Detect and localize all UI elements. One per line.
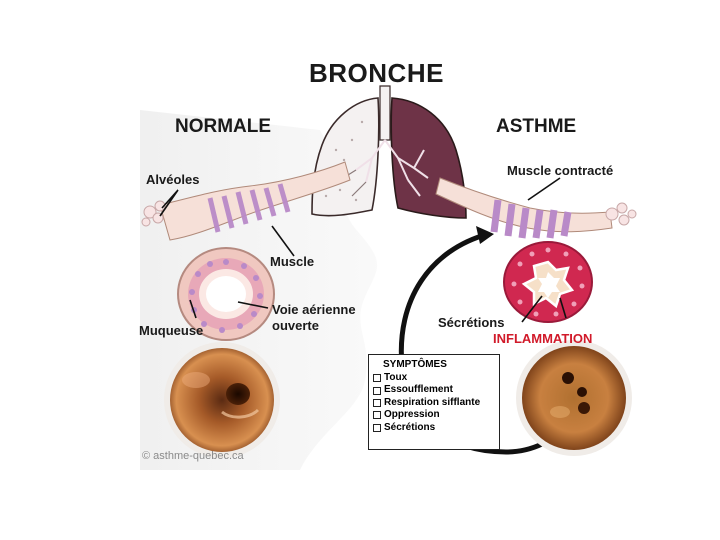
symptoms-heading: SYMPTÔMES: [383, 359, 495, 370]
checkbox-icon: [373, 424, 381, 432]
left-lung-normal: [312, 98, 379, 216]
checkbox-icon: [373, 387, 381, 395]
heading-normale: NORMALE: [175, 116, 271, 138]
label-ouverte: ouverte: [272, 318, 319, 333]
symptom-item: Sécrétions: [373, 422, 495, 434]
lungs: [312, 86, 466, 218]
label-muscle-contracte: Muscle contracté: [507, 163, 613, 178]
label-alveoles: Alvéoles: [146, 172, 199, 187]
heading-asthme: ASTHME: [496, 116, 576, 138]
symptom-item: Oppression: [373, 409, 495, 421]
label-muqueuse: Muqueuse: [139, 323, 203, 338]
label-inflammation: INFLAMMATION: [493, 331, 592, 346]
symptoms-box: SYMPTÔMES Toux Essoufflement Respiration…: [368, 354, 500, 450]
symptom-item: Essoufflement: [373, 384, 495, 396]
asthma-bronchus: [436, 178, 636, 238]
symptom-item: Respiration sifflante: [373, 397, 495, 409]
source-credit: © asthme-quebec.ca: [142, 450, 244, 462]
label-muscle: Muscle: [270, 254, 314, 269]
checkbox-icon: [373, 399, 381, 407]
symptom-item: Toux: [373, 372, 495, 384]
page-title: BRONCHE: [309, 58, 444, 89]
label-secretions: Sécrétions: [438, 315, 504, 330]
label-voie-aerienne: Voie aérienne: [272, 302, 356, 317]
asthma-cross-section: [504, 242, 592, 322]
endoscopy-asthma-image: [516, 340, 632, 456]
checkbox-icon: [373, 374, 381, 382]
trachea: [380, 86, 390, 140]
checkbox-icon: [373, 411, 381, 419]
endoscopy-normal-image: [164, 342, 280, 458]
